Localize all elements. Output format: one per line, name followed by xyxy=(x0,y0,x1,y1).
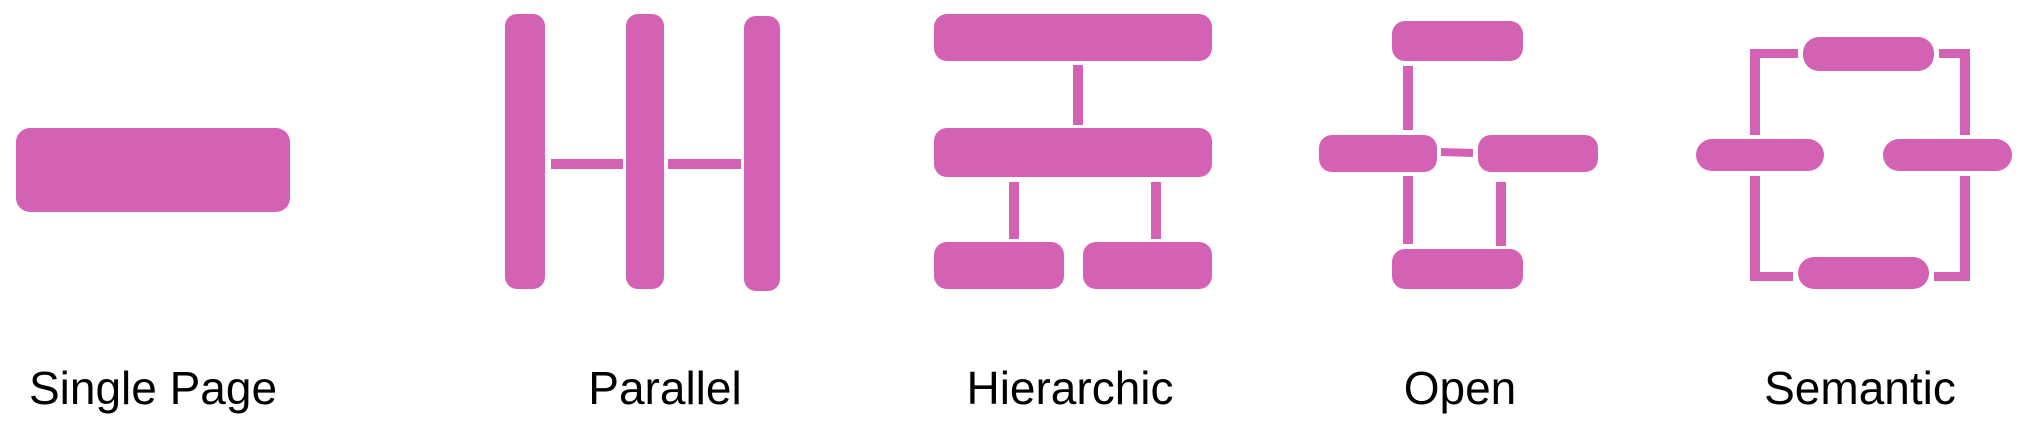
hierarchic-link-right xyxy=(1151,182,1161,239)
hierarchic-leaf-left xyxy=(934,242,1064,289)
parallel-column-1 xyxy=(505,14,545,289)
hierarchic-link-root xyxy=(1073,65,1083,125)
open-label: Open xyxy=(1403,362,1517,414)
semantic-structure xyxy=(1696,37,2012,289)
semantic-connector-bottom-left xyxy=(1750,176,1793,281)
open-link-bottom-left xyxy=(1403,176,1413,244)
open-link-bottom-right xyxy=(1496,182,1506,246)
semantic-connector-bottom-right xyxy=(1934,176,1970,281)
parallel-connector-2 xyxy=(668,159,741,169)
hierarchic-leaf-right xyxy=(1083,242,1212,289)
semantic-connector-top-right xyxy=(1939,49,1970,135)
semantic-node-top xyxy=(1803,37,1934,71)
hierarchic-structure xyxy=(934,14,1212,289)
semantic-label: Semantic xyxy=(1764,362,1956,414)
parallel-column-2 xyxy=(626,14,664,289)
semantic-node-bottom xyxy=(1798,257,1929,289)
hierarchic-link-left xyxy=(1009,182,1019,239)
single-page-structure xyxy=(16,128,290,212)
semantic-connector-top-left xyxy=(1750,49,1798,135)
hierarchic-root xyxy=(934,14,1212,61)
hierarchic-label: Hierarchic xyxy=(966,362,1174,414)
open-node-right xyxy=(1478,135,1598,172)
semantic-node-right xyxy=(1883,139,2012,171)
parallel-column-3 xyxy=(744,16,780,291)
semantic-node-left xyxy=(1696,139,1824,171)
parallel-structure xyxy=(505,14,780,291)
single-page-block xyxy=(16,128,290,212)
open-structure xyxy=(1319,21,1598,289)
open-node-top xyxy=(1392,21,1523,61)
single-page-label: Single Page xyxy=(28,362,278,414)
open-link-middle xyxy=(1441,148,1473,157)
hierarchic-middle xyxy=(934,128,1212,177)
parallel-label: Parallel xyxy=(588,362,742,414)
open-link-top-left xyxy=(1403,66,1413,130)
open-node-left xyxy=(1319,135,1437,172)
parallel-connector-1 xyxy=(551,159,623,169)
open-node-bottom xyxy=(1392,249,1523,289)
